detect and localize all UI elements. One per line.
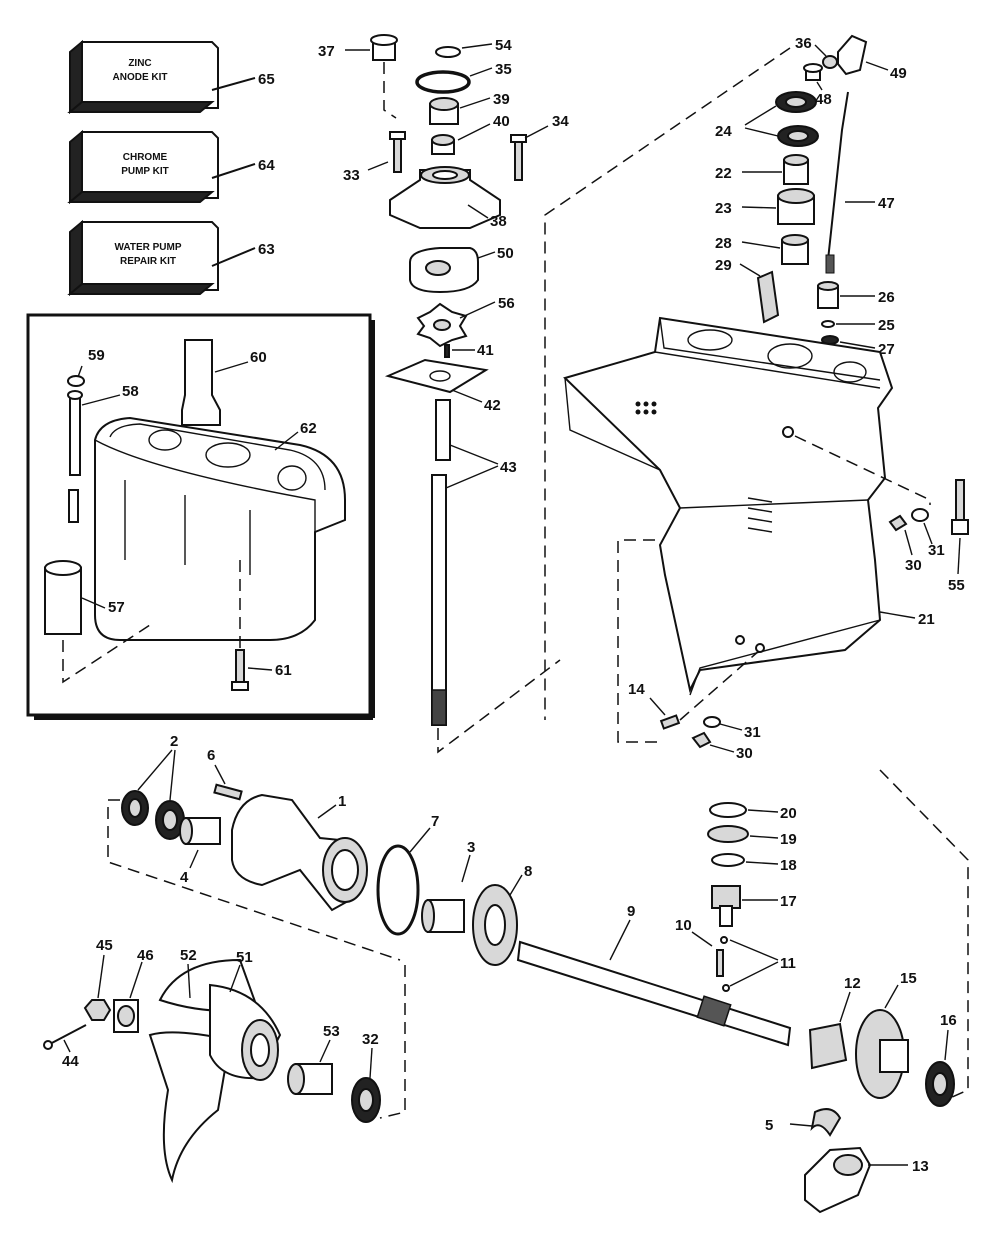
water-pump-stack: 37 54 35 39 40 33 34 38 [318,34,569,754]
label-24: 24 [715,123,732,140]
label-26: 26 [878,289,895,306]
part-9-shape [516,940,792,1047]
label-44: 44 [62,1053,79,1070]
label-63: 63 [258,241,275,258]
label-40: 40 [493,113,510,130]
label-15: 15 [900,970,917,987]
part-43-upper-shaft [435,399,451,461]
upper-gearcase: 36 48 49 47 24 22 23 28 [544,34,969,762]
label-49: 49 [890,65,907,82]
label-11: 11 [780,955,796,972]
label-62: 62 [300,420,317,437]
label-61: 61 [275,662,292,679]
label-6: 6 [207,747,215,764]
part-43-lower-shaft [431,474,447,726]
label-22: 22 [715,165,732,182]
label-14: 14 [628,681,645,698]
label-13: 13 [912,1158,929,1175]
label-35: 35 [495,61,512,78]
label-42: 42 [484,397,501,414]
part-12-shape [808,1022,848,1070]
label-48: 48 [815,91,832,108]
label-41: 41 [477,342,494,359]
label-50: 50 [497,245,514,262]
label-29: 29 [715,257,732,274]
label-1: 1 [338,793,346,810]
label-8: 8 [524,863,532,880]
label-31b: 31 [744,724,761,741]
label-36: 36 [795,35,812,52]
label-31: 31 [928,542,945,559]
part-60-shape [181,339,221,426]
label-60: 60 [250,349,267,366]
label-53: 53 [323,1023,340,1040]
label-23: 23 [715,200,732,217]
label-52: 52 [180,947,197,964]
label-19: 19 [780,831,797,848]
label-33: 33 [343,167,360,184]
label-56: 56 [498,295,515,312]
label-37: 37 [318,43,335,60]
label-3: 3 [467,839,475,856]
part-38-shape [389,169,501,229]
inset-box-gearcase-cover: 59 58 60 62 57 61 [26,313,375,720]
label-64: 64 [258,157,275,174]
kit-label-chrome-2: PUMP KIT [121,166,169,177]
label-4: 4 [180,869,189,886]
label-54: 54 [495,37,512,54]
label-28: 28 [715,235,732,252]
kit-box-water-pump: WATER PUMP REPAIR KIT 63 [67,219,275,297]
label-65: 65 [258,71,275,88]
label-30b: 30 [736,745,753,762]
label-17: 17 [780,893,797,910]
label-47: 47 [878,195,895,212]
lower-gearcase: 2 6 4 1 7 3 8 9 10 [43,733,969,1214]
kit-label-waterpump-2: REPAIR KIT [120,256,176,267]
label-10: 10 [675,917,692,934]
kit-label-zinc-2: ANODE KIT [113,72,168,83]
label-51: 51 [236,949,253,966]
label-12: 12 [844,975,861,992]
label-9: 9 [627,903,635,920]
part-51-blade-bottom [148,1031,232,1184]
label-46: 46 [137,947,154,964]
part-45-shape [83,999,112,1021]
part-58-shape [69,394,81,476]
part-49-shape [837,34,868,76]
label-45: 45 [96,937,113,954]
kit-label-chrome-1: CHROME [123,152,168,163]
label-2: 2 [170,733,178,750]
label-38: 38 [490,213,507,230]
label-32: 32 [362,1031,379,1048]
label-27: 27 [878,341,895,358]
part-42-shape [384,358,489,394]
label-18: 18 [780,857,797,874]
label-21: 21 [918,611,935,628]
label-39: 39 [493,91,510,108]
label-20: 20 [780,805,797,822]
label-34: 34 [552,113,569,130]
label-7: 7 [431,813,439,830]
kit-label-waterpump-1: WATER PUMP [114,242,181,253]
part-61-shape [235,649,245,685]
label-58: 58 [122,383,139,400]
label-16: 16 [940,1012,957,1029]
kit-box-zinc-anode: ZINC ANODE KIT 65 [67,39,275,115]
label-30: 30 [905,557,922,574]
part-57-shape [44,567,82,635]
label-57: 57 [108,599,125,616]
part-21-shape [563,316,894,693]
kit-box-chrome-pump: CHROME PUMP KIT 64 [67,129,275,205]
label-5: 5 [765,1117,773,1134]
kit-label-zinc-1: ZINC [128,58,151,69]
label-25: 25 [878,317,895,334]
label-43: 43 [500,459,517,476]
label-59: 59 [88,347,105,364]
label-55: 55 [948,577,965,594]
cover-housing [94,416,346,641]
